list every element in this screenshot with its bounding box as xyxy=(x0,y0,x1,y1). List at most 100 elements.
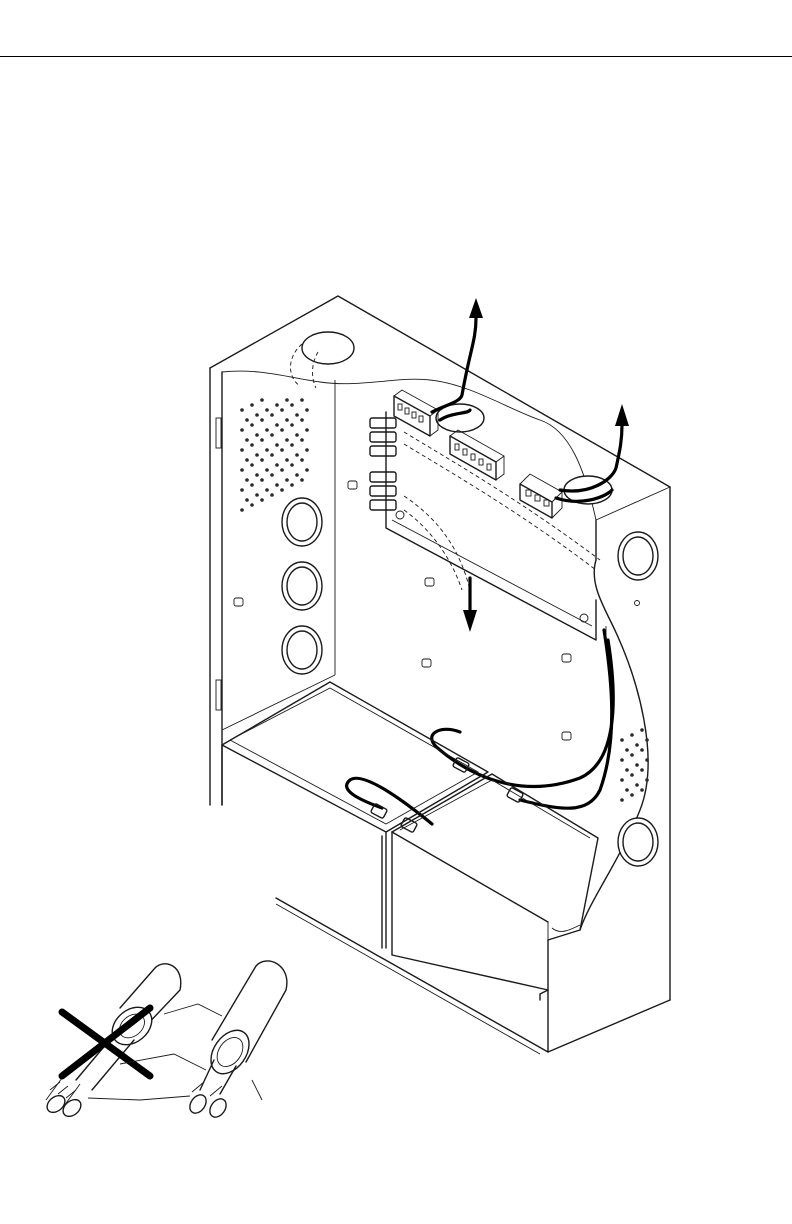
vent-dot xyxy=(255,433,259,437)
vent-dot xyxy=(620,778,624,782)
up-left-arrow xyxy=(469,298,483,318)
vent-dot xyxy=(240,468,244,472)
vent-dot xyxy=(640,728,644,732)
vent-dot xyxy=(265,408,269,412)
vent-dot xyxy=(290,443,294,447)
correct-cable xyxy=(187,961,287,1120)
vent-dot xyxy=(290,423,294,427)
vent-dot xyxy=(270,473,274,477)
vent-dot xyxy=(630,733,634,737)
vent-dot xyxy=(240,408,244,412)
vent-dot xyxy=(250,423,254,427)
vent-dot xyxy=(270,413,274,417)
vent-dot xyxy=(255,453,259,457)
vent-dot xyxy=(645,738,649,742)
vent-dot xyxy=(265,428,269,432)
vent-dot xyxy=(270,453,274,457)
vent-dot xyxy=(260,398,264,402)
vent-dot xyxy=(640,748,644,752)
down-center-arrow xyxy=(463,610,477,632)
vent-dot xyxy=(290,463,294,467)
vent-dot xyxy=(300,458,304,462)
vent-dot xyxy=(285,458,289,462)
vent-dot xyxy=(240,508,244,512)
vent-dot xyxy=(630,793,634,797)
vent-dot xyxy=(300,398,304,402)
vent-dot xyxy=(640,768,644,772)
vent-dot xyxy=(630,773,634,777)
vent-dot xyxy=(625,748,629,752)
vent-dot xyxy=(635,783,639,787)
vent-dot xyxy=(255,413,259,417)
vent-dot xyxy=(280,468,284,472)
vent-dot xyxy=(290,483,294,487)
vent-dot xyxy=(260,498,264,502)
vent-dot xyxy=(620,758,624,762)
vent-dot xyxy=(620,738,624,742)
vent-dot xyxy=(245,438,249,442)
batteries xyxy=(222,682,598,990)
vent-dot xyxy=(620,798,624,802)
wall-slots xyxy=(216,418,221,710)
vent-dot xyxy=(280,488,284,492)
vent-dot xyxy=(630,753,634,757)
vent-dot xyxy=(305,448,309,452)
vent-dot xyxy=(285,478,289,482)
vent-dot xyxy=(255,473,259,477)
vent-dot xyxy=(275,403,279,407)
vent-dot xyxy=(275,423,279,427)
vent-dot xyxy=(280,448,284,452)
vent-dot xyxy=(300,418,304,422)
vent-dot xyxy=(250,483,254,487)
ventilation-grid xyxy=(240,398,309,512)
terminal-block-center xyxy=(450,430,504,480)
up-right-arrow xyxy=(615,404,629,426)
vent-dot xyxy=(240,448,244,452)
vent-dot xyxy=(275,483,279,487)
vent-dot xyxy=(280,408,284,412)
vent-dot xyxy=(300,478,304,482)
wire-up-left xyxy=(432,318,476,412)
vent-dot xyxy=(260,438,264,442)
incorrect-cable-crossed xyxy=(44,964,181,1120)
terminal-block-right xyxy=(520,474,562,518)
vent-dot xyxy=(265,448,269,452)
vent-dot xyxy=(245,498,249,502)
vent-dot xyxy=(645,758,649,762)
vent-dot xyxy=(240,428,244,432)
battery-lead-black xyxy=(432,640,614,786)
vent-dot xyxy=(265,468,269,472)
cable-detail xyxy=(44,961,287,1120)
vent-dot xyxy=(295,413,299,417)
vent-dot xyxy=(280,428,284,432)
jumper-stack xyxy=(370,418,396,510)
vent-dot xyxy=(285,418,289,422)
vent-dot xyxy=(255,493,259,497)
wiring xyxy=(347,318,622,824)
vent-dot xyxy=(300,438,304,442)
vent-dot xyxy=(245,458,249,462)
vent-dot xyxy=(625,768,629,772)
vent-dot xyxy=(245,418,249,422)
vent-dot xyxy=(275,463,279,467)
vent-dot xyxy=(295,473,299,477)
vent-dot xyxy=(295,453,299,457)
vent-dot xyxy=(260,418,264,422)
vent-dot xyxy=(305,468,309,472)
vent-dot xyxy=(640,788,644,792)
vent-dot xyxy=(250,403,254,407)
ventilation-grid-right xyxy=(620,728,649,802)
vent-dot xyxy=(260,478,264,482)
vent-dot xyxy=(285,438,289,442)
vent-dot xyxy=(250,443,254,447)
vent-dot xyxy=(305,408,309,412)
vent-dot xyxy=(635,763,639,767)
vent-dot xyxy=(285,398,289,402)
vent-dot xyxy=(250,463,254,467)
vent-dot xyxy=(245,478,249,482)
vent-dot xyxy=(260,458,264,462)
vent-dot xyxy=(290,403,294,407)
vent-dot xyxy=(240,488,244,492)
